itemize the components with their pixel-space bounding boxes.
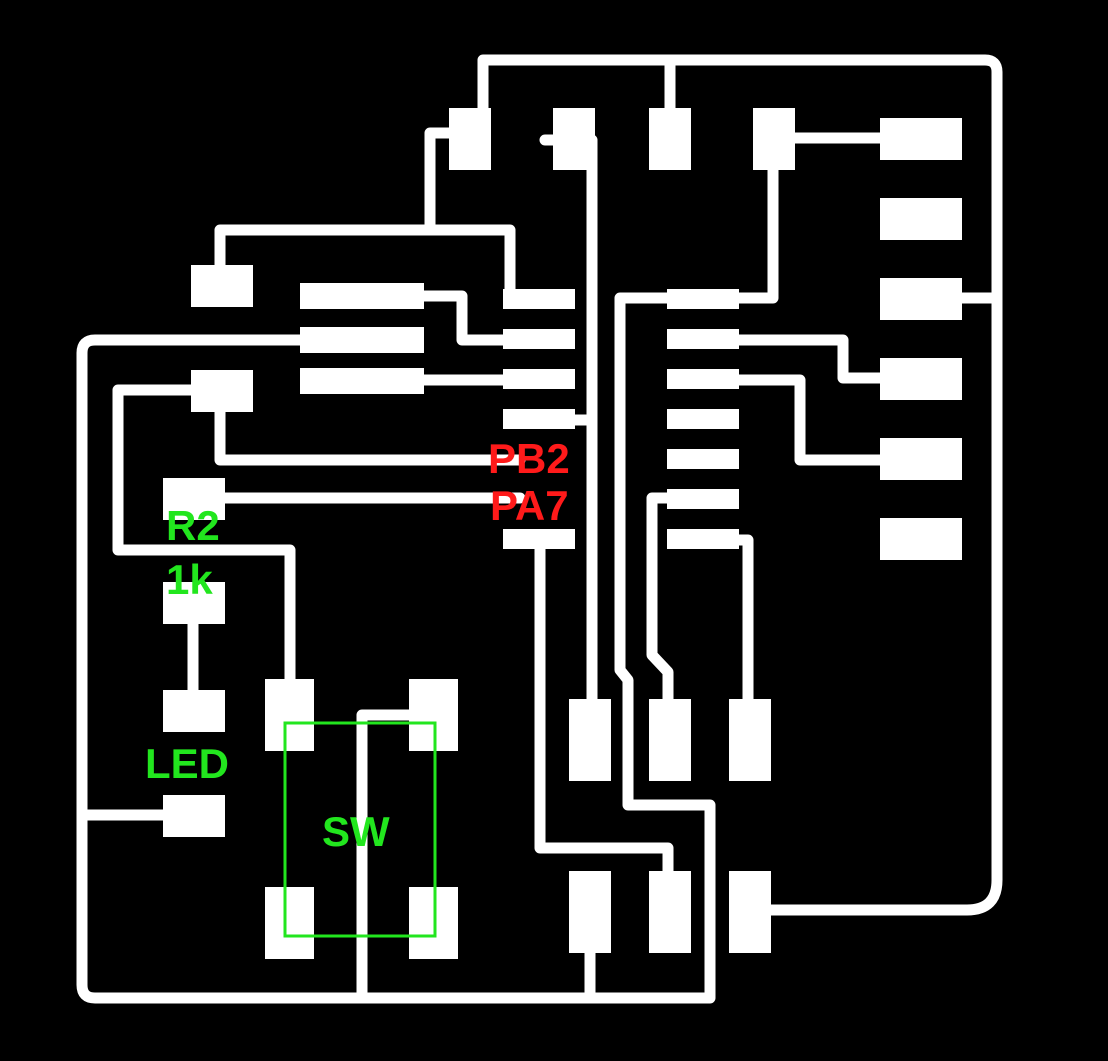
pad-u1-r6 [667, 489, 739, 509]
pad-led-a [163, 690, 225, 732]
label-r2-value: 1k [166, 556, 213, 603]
pad-c1-a [191, 265, 253, 307]
label-pin-pa7: PA7 [490, 482, 569, 529]
label-switch: SW [322, 808, 390, 855]
trace-pa7-down [534, 534, 674, 896]
pad-u1-l7 [503, 529, 575, 549]
pad-u1-r3 [667, 369, 739, 389]
pad-u1-l3 [503, 369, 575, 389]
trace-left-bus [76, 292, 716, 1004]
pad-right-2 [880, 198, 962, 240]
pad-u1-l1 [503, 289, 575, 309]
pad-u2-2 [300, 327, 424, 353]
pad-u1-l4 [503, 409, 575, 429]
pad-r2-a [163, 478, 225, 520]
pad-sw-1 [265, 679, 314, 751]
trace-right-pin-3 [694, 334, 906, 384]
pads [163, 108, 962, 959]
pad-hdr-4 [569, 871, 611, 953]
pad-right-4 [880, 358, 962, 400]
pad-led-b [163, 795, 225, 837]
trace-soic-down-a [539, 134, 598, 726]
label-pin-pb2: PB2 [488, 435, 570, 482]
pad-c1-b [191, 370, 253, 412]
pad-right-3 [880, 278, 962, 320]
pad-u2-3 [300, 368, 424, 394]
pad-u1-r7 [667, 529, 739, 549]
trace-switch-left [112, 384, 296, 706]
pad-u1-l2 [503, 329, 575, 349]
pad-r2-b [163, 582, 225, 624]
pad-top-4 [753, 108, 795, 170]
pad-hdr-6 [729, 871, 771, 953]
switch-outline [283, 721, 437, 938]
pad-u1-r1 [667, 289, 739, 309]
pad-u1-r2 [667, 329, 739, 349]
pad-u1-r4 [667, 409, 739, 429]
pad-right-1 [880, 118, 962, 160]
pad-right-5 [880, 438, 962, 480]
pad-hdr-3 [729, 699, 771, 781]
label-led: LED [145, 740, 229, 787]
trace-right-pin-4 [694, 374, 906, 466]
trace-r1 [214, 384, 526, 466]
pad-hdr-2 [649, 699, 691, 781]
trace-right-pin-6 [694, 534, 754, 726]
trace-top-right-loop [477, 54, 1003, 916]
pad-hdr-5 [649, 871, 691, 953]
pad-top-2 [553, 108, 595, 170]
pad-hdr-1 [569, 699, 611, 781]
label-r2-ref: R2 [166, 502, 220, 549]
pad-sw-3 [265, 887, 314, 959]
pad-u2-1 [300, 283, 424, 309]
traces [76, 54, 1003, 1004]
pad-right-6 [880, 518, 962, 560]
pad-top-1 [449, 108, 491, 170]
pad-u1-r5 [667, 449, 739, 469]
pad-top-3 [649, 108, 691, 170]
